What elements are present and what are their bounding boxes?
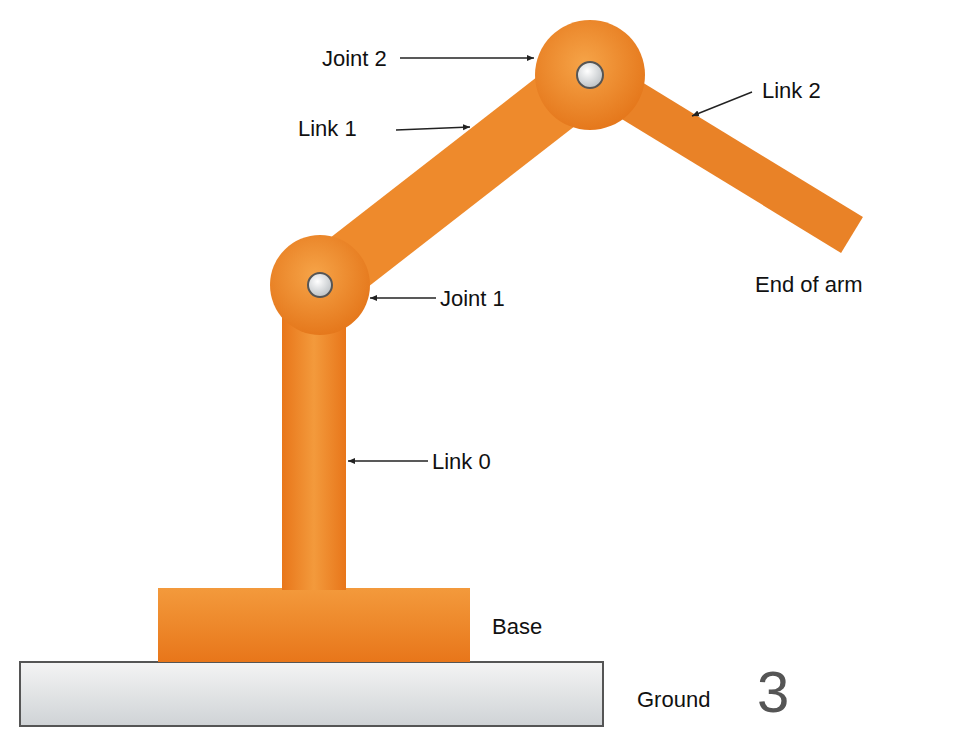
- ground-slab: [20, 662, 603, 726]
- joint-2-disc: [535, 20, 645, 130]
- part-label: Ground: [637, 687, 710, 713]
- leader-line: [348, 460, 428, 462]
- part-label: Joint 2: [322, 46, 387, 72]
- base-block: [158, 588, 470, 662]
- page-number: 3: [757, 660, 789, 724]
- part-label: End of arm: [755, 272, 863, 298]
- part-label: Link 1: [298, 116, 357, 142]
- joint-1-disc: [270, 235, 370, 335]
- leader-line: [692, 92, 752, 116]
- leader-line: [400, 57, 534, 59]
- part-label: Link 0: [432, 449, 491, 475]
- leader-line: [396, 127, 470, 130]
- part-label: Link 2: [762, 78, 821, 104]
- joint-2-pin: [577, 62, 603, 88]
- part-label: Joint 1: [440, 286, 505, 312]
- leader-line: [370, 297, 436, 299]
- part-label: Base: [492, 614, 542, 640]
- joint-1-pin: [308, 273, 332, 297]
